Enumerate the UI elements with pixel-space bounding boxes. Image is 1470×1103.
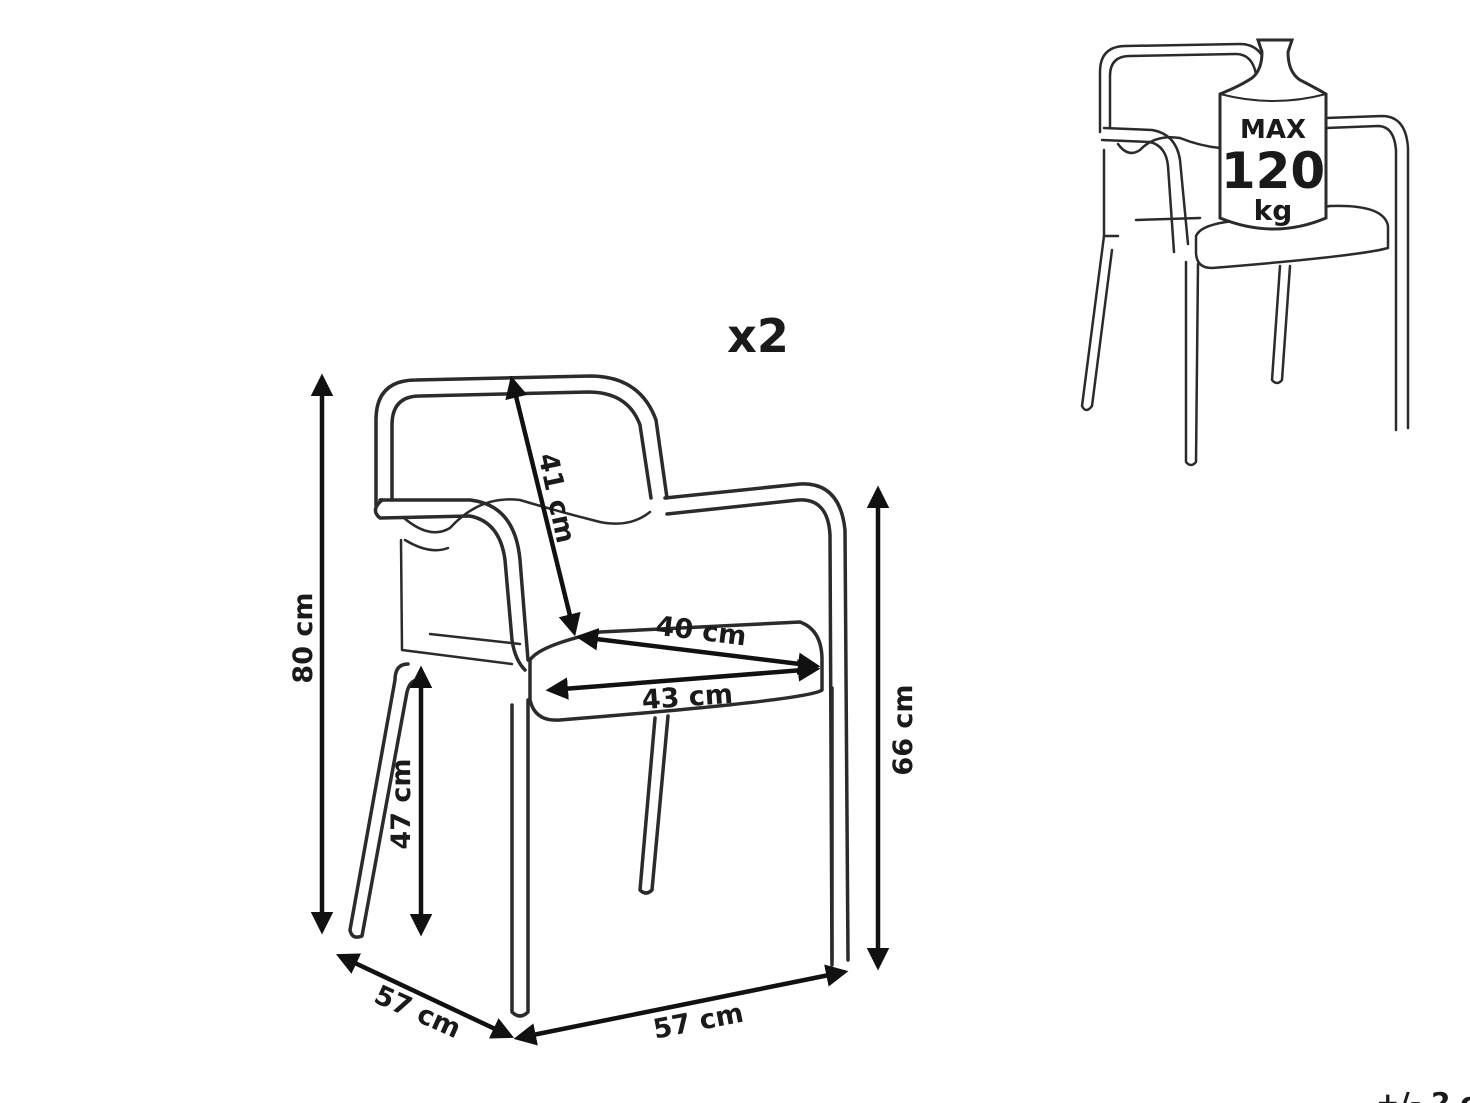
total-height-label: 80 cm — [288, 592, 319, 683]
weight-icon — [1218, 38, 1328, 231]
dimension-arrows — [310, 373, 890, 1046]
seat-height-label: 47 cm — [386, 758, 417, 849]
depth-57-arrow — [335, 953, 515, 1039]
tolerance-note: +/- 2 cm — [1376, 1086, 1470, 1103]
armrest-height-label: 66 cm — [888, 684, 919, 775]
quantity-label: x2 — [727, 309, 789, 363]
seat-width-43-arrow — [545, 659, 821, 700]
weight-unit-label: kg — [1254, 194, 1293, 227]
weight-limit-badge: MAX 120 kg — [1218, 38, 1328, 231]
weight-value-label: 120 — [1221, 142, 1325, 200]
main-chair-drawing — [348, 374, 850, 1018]
width-label: 57 cm — [651, 998, 746, 1046]
backrest-41-arrow — [505, 375, 581, 637]
seat-width-label: 43 cm — [641, 679, 734, 716]
weight-max-label: MAX — [1240, 115, 1306, 145]
depth-label: 57 cm — [370, 980, 466, 1045]
width-57-arrow — [513, 964, 849, 1046]
small-chair-drawing — [1080, 42, 1410, 467]
